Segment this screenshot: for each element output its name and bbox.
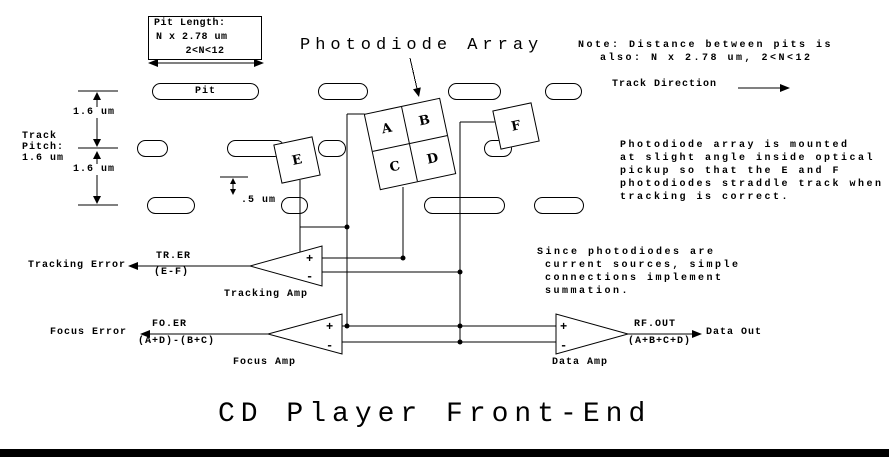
pit-length-line1: Pit Length: bbox=[154, 18, 226, 29]
amp-polarity-marks: + - + - + - bbox=[306, 252, 567, 353]
pit-label: Pit bbox=[194, 86, 216, 97]
photodiode-a-label: A bbox=[380, 120, 394, 138]
arrowhead-right-icon bbox=[254, 59, 264, 67]
pit-length-line3: 2<N<12 bbox=[185, 46, 225, 57]
mounting-line3: pickup so that the E and F bbox=[620, 166, 842, 177]
focus-plus-sign: + bbox=[326, 320, 333, 334]
junction-dot bbox=[400, 255, 406, 261]
junction-dot bbox=[344, 224, 350, 230]
junction-dots bbox=[344, 224, 463, 345]
data-signal-label: RF.OUT bbox=[634, 319, 677, 330]
summation-annotation: Since photodiodes are current sources, s… bbox=[537, 246, 741, 298]
track-pitch-line3: 1.6 um bbox=[22, 153, 65, 164]
arrowheads bbox=[93, 59, 790, 338]
photodiode-f-label: F bbox=[509, 117, 523, 135]
pitch-upper-dim-label: 1.6 um bbox=[72, 107, 117, 118]
arrowhead-down-icon bbox=[93, 139, 101, 147]
wires bbox=[132, 113, 698, 343]
photodiode-c-label: C bbox=[388, 158, 402, 176]
photodiode-d: D bbox=[410, 136, 455, 181]
bottom-black-bar bbox=[0, 449, 889, 457]
page-title: CD Player Front-End bbox=[218, 399, 652, 430]
amplifier-triangles bbox=[248, 245, 630, 355]
pit-shape bbox=[534, 197, 584, 214]
arrowhead-left-icon bbox=[148, 59, 158, 67]
focus-error-label: Focus Error bbox=[50, 327, 128, 338]
tracking-formula-label: (E-F) bbox=[154, 267, 190, 278]
photodiode-e: E bbox=[273, 136, 321, 184]
tracking-error-label: Tracking Error bbox=[28, 260, 127, 271]
arrowhead-down-icon bbox=[230, 189, 236, 195]
pit-width-dim-label: .5 um bbox=[241, 195, 277, 206]
data-amp-triangle bbox=[555, 313, 630, 355]
data-minus-sign: - bbox=[560, 339, 567, 353]
mounting-line4: photodiodes straddle track when bbox=[620, 179, 884, 190]
arrowhead-right-icon bbox=[780, 84, 790, 92]
pit-shape bbox=[281, 197, 308, 214]
pit-shape bbox=[318, 140, 346, 157]
pit-shape bbox=[545, 83, 582, 100]
mounting-line2: at slight angle inside optical bbox=[620, 153, 876, 164]
arrowhead-left-icon bbox=[128, 262, 138, 270]
photodiode-d-label: D bbox=[425, 150, 440, 168]
arrowhead-up-icon bbox=[93, 151, 101, 159]
summation-line4: summation. bbox=[545, 286, 631, 297]
tracking-signal-label: TR.ER bbox=[156, 251, 192, 262]
pit-shape-labeled: Pit bbox=[152, 83, 259, 100]
pit-length-callout: Pit Length: N x 2.78 um 2<N<12 bbox=[148, 16, 262, 60]
pit-length-line2: N x 2.78 um bbox=[156, 32, 228, 43]
photodiode-e-label: E bbox=[290, 151, 304, 169]
pit-shape bbox=[424, 197, 505, 214]
pitch-lower-dim-label: 1.6 um bbox=[72, 164, 117, 175]
arrowhead-down-icon bbox=[413, 87, 421, 97]
focus-formula-label: (A+D)-(B+C) bbox=[138, 336, 216, 347]
mounting-line1: Photodiode array is mounted bbox=[620, 140, 850, 151]
track-direction-label: Track Direction bbox=[612, 79, 718, 90]
pit-distance-note: Note: Distance between pits is also: N x… bbox=[578, 39, 833, 65]
junction-dot bbox=[344, 323, 350, 329]
photodiode-array: A B C D bbox=[363, 97, 457, 191]
track-pitch-label: Track Pitch: 1.6 um bbox=[22, 131, 64, 164]
tracking-minus-sign: - bbox=[306, 270, 313, 284]
data-plus-sign: + bbox=[560, 320, 567, 334]
track-pitch-line2: Pitch: bbox=[22, 142, 65, 153]
focus-amp-label: Focus Amp bbox=[233, 357, 297, 368]
data-formula-label: (A+B+C+D) bbox=[628, 336, 692, 347]
focus-minus-sign: - bbox=[326, 339, 333, 353]
pit-shape bbox=[137, 140, 168, 157]
arrowhead-down-icon bbox=[93, 196, 101, 204]
data-out-label: Data Out bbox=[706, 327, 763, 338]
dimension-lines bbox=[78, 57, 782, 206]
summation-line3: connections implement bbox=[545, 273, 724, 284]
note-line2: also: N x 2.78 um, 2<N<12 bbox=[600, 53, 813, 64]
tracking-amp-label: Tracking Amp bbox=[224, 289, 309, 300]
junction-dot bbox=[457, 339, 463, 345]
note-line1: Note: Distance between pits is bbox=[578, 40, 834, 51]
pit-shape bbox=[147, 197, 195, 214]
arrowhead-left-icon bbox=[140, 330, 150, 338]
pit-shape bbox=[448, 83, 501, 100]
photodiode-b-label: B bbox=[417, 112, 432, 130]
focus-signal-label: FO.ER bbox=[152, 319, 188, 330]
track-pitch-line1: Track bbox=[22, 131, 58, 142]
data-amp-label: Data Amp bbox=[552, 357, 609, 368]
pit-shape bbox=[318, 83, 368, 100]
arrowhead-up-icon bbox=[230, 178, 236, 184]
photodiode-array-heading: Photodiode Array bbox=[300, 36, 544, 55]
junction-dot bbox=[457, 323, 463, 329]
summation-line1: Since photodiodes are bbox=[537, 247, 716, 258]
focus-amp-triangle bbox=[266, 313, 343, 355]
summation-line2: current sources, simple bbox=[545, 260, 741, 271]
tracking-plus-sign: + bbox=[306, 252, 313, 266]
tracking-amp-triangle bbox=[248, 245, 323, 287]
photodiode-f: F bbox=[492, 102, 540, 150]
mounting-line5: tracking is correct. bbox=[620, 192, 791, 203]
heading-pointer-line bbox=[409, 57, 419, 94]
arrowhead-up-icon bbox=[93, 92, 101, 100]
arrowhead-right-icon bbox=[692, 330, 702, 338]
junction-dot bbox=[457, 269, 463, 275]
mounting-annotation: Photodiode array is mounted at slight an… bbox=[620, 139, 884, 204]
